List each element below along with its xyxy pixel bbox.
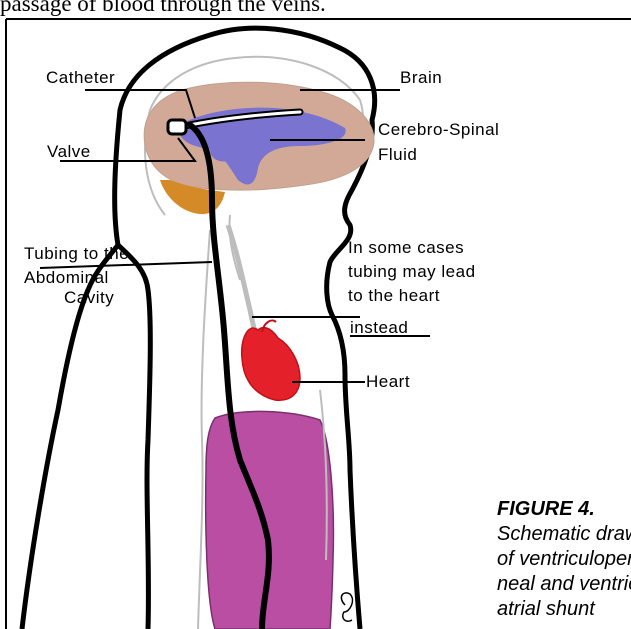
heart-shape xyxy=(242,328,300,401)
tubing-label-line2: Abdominal xyxy=(24,268,109,288)
figure-caption-line4: atrial shunt xyxy=(497,597,595,621)
tubing-label-line3: Cavity xyxy=(64,288,114,308)
heart-label: Heart xyxy=(366,372,410,392)
figure-caption-line1: Schematic drawing xyxy=(497,522,631,546)
some-cases-line2: tubing may lead xyxy=(348,262,476,282)
tubing-label-line1: Tubing to the xyxy=(24,244,129,264)
some-cases-line3: to the heart xyxy=(348,286,440,306)
valve-shape xyxy=(168,120,186,134)
valve-label: Valve xyxy=(47,142,91,162)
figure-caption-title: FIGURE 4. xyxy=(497,498,595,521)
navel-mark xyxy=(341,593,352,621)
catheter-label: Catheter xyxy=(46,68,115,88)
brain-label: Brain xyxy=(400,68,442,88)
csf-label-line2: Fluid xyxy=(378,145,417,165)
csf-label-line1: Cerebro-Spinal xyxy=(378,120,499,140)
abdomen-shape xyxy=(206,411,334,629)
figure-caption-line3: neal and ventriculo- xyxy=(497,572,631,596)
figure-caption-line2: of ventriculoperito- xyxy=(497,547,631,571)
instead-label: instead xyxy=(350,318,408,338)
some-cases-line1: In some cases xyxy=(348,238,464,258)
